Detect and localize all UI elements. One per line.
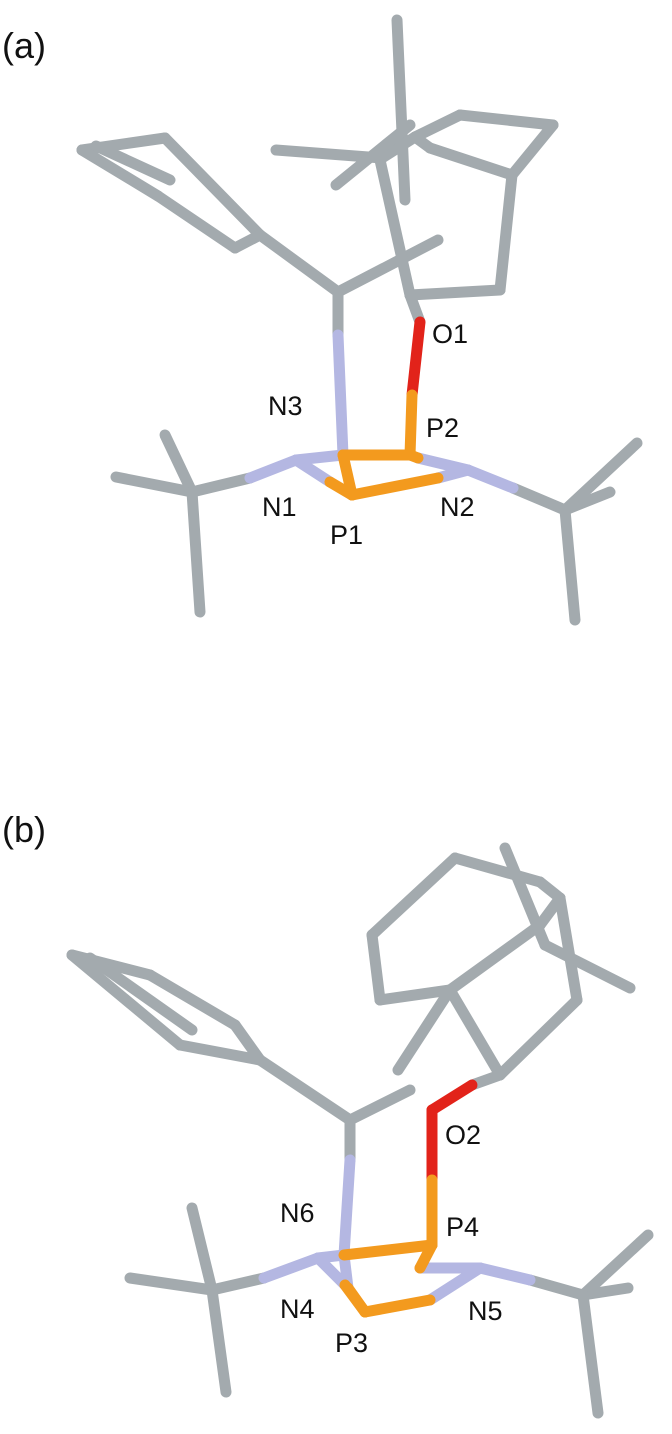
bond <box>494 994 583 1081</box>
bond <box>507 482 571 516</box>
atom-label-n5: N5 <box>468 1296 503 1326</box>
bond <box>374 154 416 301</box>
atom-label-p4: P4 <box>446 1212 479 1242</box>
bond <box>559 504 581 626</box>
bond <box>424 142 518 181</box>
bond <box>404 449 424 464</box>
bond <box>332 234 444 298</box>
bond <box>144 969 241 1031</box>
panel-b-atom-labels: O2 N6 P4 N4 N5 P3 <box>280 1120 503 1358</box>
bond <box>474 1262 536 1286</box>
panel-a-atom-labels: O1 N3 P2 N1 N2 P1 <box>262 319 475 550</box>
bond <box>409 109 466 143</box>
bond <box>577 1282 634 1301</box>
bond <box>494 169 518 296</box>
bond <box>559 486 616 516</box>
bond <box>254 229 344 298</box>
bond <box>244 454 302 484</box>
bond <box>414 1239 438 1274</box>
bond <box>344 1084 416 1126</box>
bond <box>554 892 583 1006</box>
atom-label-o1: O1 <box>432 319 468 349</box>
bond <box>462 464 519 494</box>
bond <box>186 1202 218 1296</box>
atom-label-n3: N3 <box>268 391 303 421</box>
bond <box>449 852 546 888</box>
panel-a-hetero-bonds <box>244 316 519 501</box>
bond <box>186 472 256 498</box>
bond <box>366 852 461 941</box>
bond <box>409 131 436 154</box>
panel-a-carbon-bonds <box>76 14 643 626</box>
atom-label-o2: O2 <box>445 1120 481 1150</box>
bond <box>376 131 421 164</box>
bond <box>206 1284 232 1398</box>
bond <box>124 1272 218 1296</box>
bond <box>499 842 551 951</box>
atom-label-p2: P2 <box>426 413 459 443</box>
bond <box>90 140 176 186</box>
bond <box>404 389 418 461</box>
panel-a-label: (a) <box>2 25 46 66</box>
bond <box>424 1262 486 1306</box>
panel-b-carbon-bonds <box>66 842 654 1419</box>
bond <box>454 109 559 131</box>
bond <box>84 952 198 1036</box>
atom-label-n1: N1 <box>262 492 297 522</box>
bond <box>312 1252 351 1291</box>
bond <box>534 892 566 931</box>
bond <box>290 454 336 488</box>
panel-b-hetero-bonds <box>258 1079 536 1318</box>
bond <box>159 429 198 498</box>
bond <box>76 144 164 202</box>
atom-label-p3: P3 <box>335 1328 368 1358</box>
bond <box>392 984 456 1076</box>
bond <box>577 1229 654 1301</box>
bond <box>406 316 426 401</box>
atom-label-n6: N6 <box>280 1198 315 1228</box>
bond <box>559 437 643 516</box>
bond <box>404 284 506 301</box>
panel-b-label: (b) <box>2 809 46 850</box>
bond <box>186 486 206 618</box>
panel-a: (a) <box>2 14 643 626</box>
bond <box>152 190 241 254</box>
bond <box>159 132 266 241</box>
bond <box>174 1039 266 1066</box>
bond <box>338 1154 356 1261</box>
bond <box>338 1239 438 1261</box>
bond <box>366 929 386 1006</box>
atom-label-p1: P1 <box>330 520 363 550</box>
bond <box>332 329 349 461</box>
bond <box>206 1272 270 1296</box>
bond <box>444 984 506 1081</box>
bond <box>330 119 416 191</box>
bond <box>374 984 456 1006</box>
bond <box>539 939 636 994</box>
bond <box>346 472 444 501</box>
atom-label-n2: N2 <box>440 492 475 522</box>
bond <box>391 14 411 206</box>
bond <box>258 1252 324 1284</box>
bond <box>110 471 198 498</box>
atom-label-n4: N4 <box>280 1294 315 1324</box>
panel-b: (b) <box>2 809 654 1419</box>
bond <box>506 119 559 181</box>
bond <box>426 1079 478 1116</box>
bond <box>444 919 546 996</box>
bond <box>524 1274 589 1301</box>
bond <box>66 949 186 1051</box>
bond <box>359 1294 436 1318</box>
bond <box>577 1289 604 1419</box>
bond <box>412 452 474 476</box>
bond <box>254 1054 356 1126</box>
